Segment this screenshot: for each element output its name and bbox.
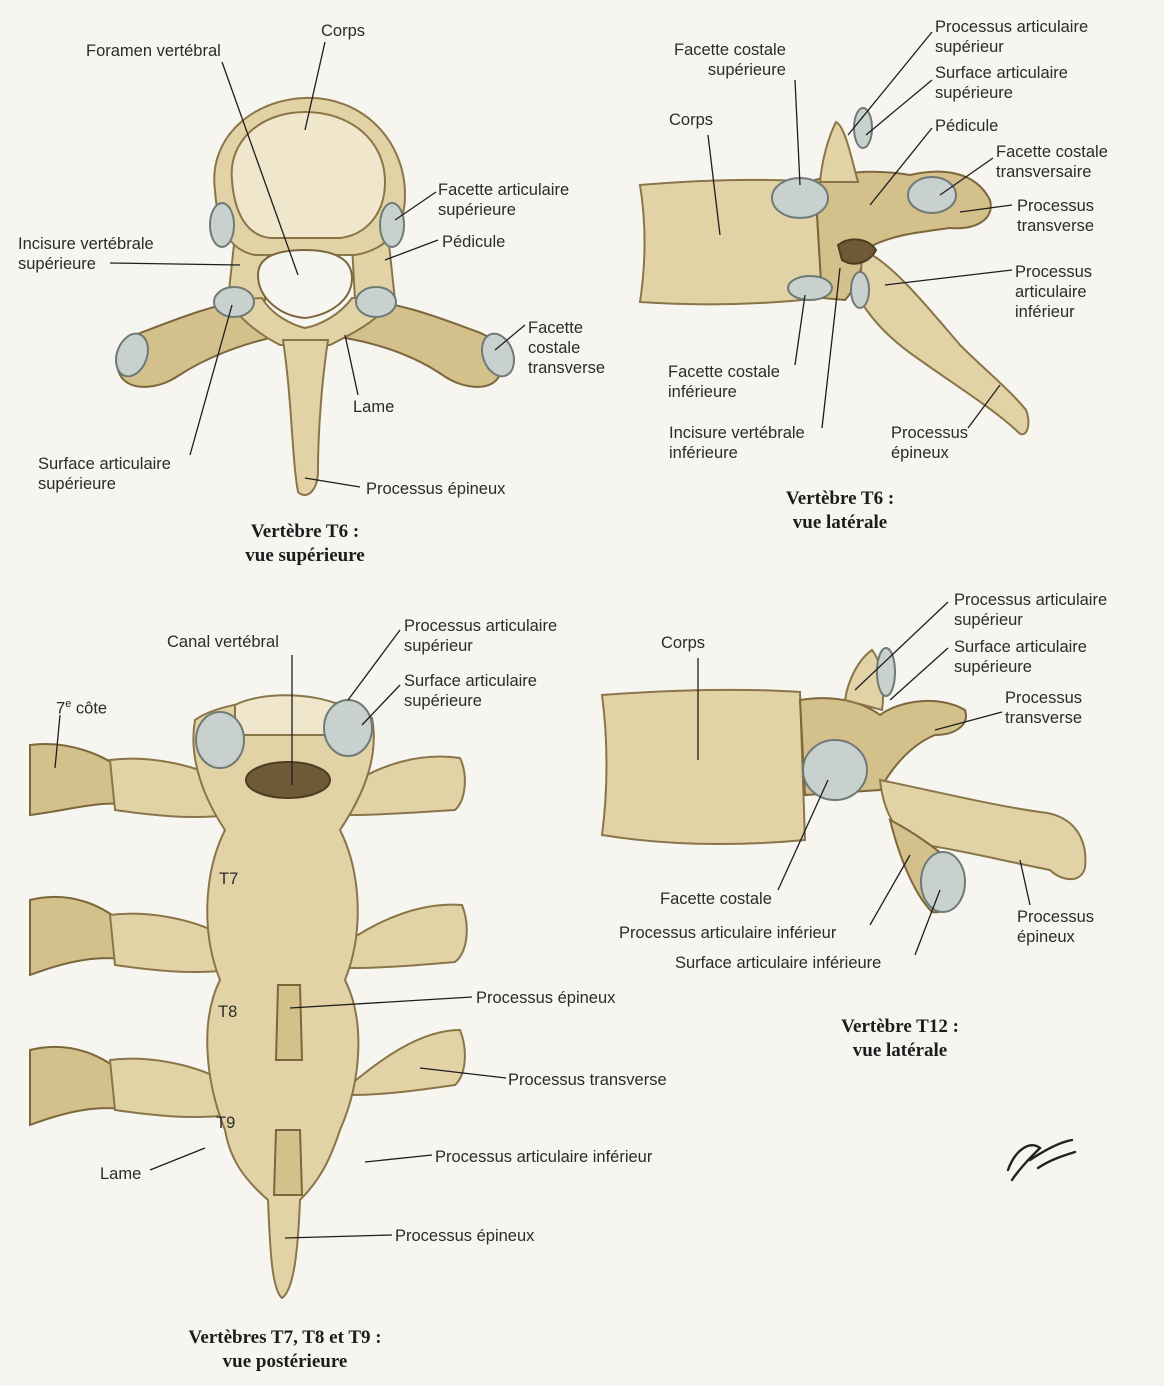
label-facette-costale-transverse: Facette costale transverse [528, 319, 606, 377]
label-facette-costale-t12: Facette costale [660, 890, 772, 908]
label-facette-costale-transversaire: Facette costale transversaire [996, 143, 1108, 181]
t7-t9-posterior-illustration [29, 694, 468, 1300]
label-lame: Lame [353, 398, 395, 416]
label-processus-epineux-posterior-1: Processus épineux [476, 989, 616, 1007]
label-lame-posterior: Lame [100, 1165, 142, 1183]
label-surface-articulaire-superieure-lateral: Surface articulaire supérieure [935, 64, 1068, 102]
label-processus-epineux-t12: Processus épineux [1017, 908, 1095, 946]
label-corps-lateral: Corps [669, 111, 714, 129]
t12-lateral-illustration [600, 647, 1087, 914]
label-surface-articulaire-superieure-t12: Surface articulaire supérieure [954, 638, 1087, 676]
label-septieme-cote: 7e côte [56, 698, 108, 718]
caption-t12-lateral: Vertèbre T12 : vue latérale [841, 1016, 959, 1061]
label-processus-articulaire-superieur-posterior: Processus articulaire supérieur [404, 617, 558, 655]
leader-lines [54, 31, 1031, 1239]
label-processus-articulaire-inferieur-posterior: Processus articulaire inférieur [435, 1148, 653, 1166]
label-facette-costale-superieure: Facette costale supérieure [674, 41, 786, 79]
label-canal-vertebral: Canal vertébral [167, 633, 279, 651]
label-processus-articulaire-superieur: Processus articulaire supérieur [935, 18, 1089, 56]
label-processus-articulaire-inferieur-t12: Processus articulaire inférieur [619, 924, 837, 942]
label-pedicule-lateral: Pédicule [935, 117, 999, 135]
label-processus-articulaire-superieur-t12: Processus articulaire supérieur [954, 591, 1108, 629]
caption-t6-superior: Vertèbre T6 : vue supérieure [245, 521, 365, 566]
label-t9: T9 [216, 1114, 236, 1132]
label-t8: T8 [218, 1003, 238, 1021]
label-processus-transverse-posterior: Processus transverse [508, 1071, 667, 1089]
label-processus-epineux: Processus épineux [366, 480, 506, 498]
label-t7: T7 [219, 870, 239, 888]
label-incisure-vertebrale-superieure: Incisure vertébrale supérieure [18, 235, 154, 273]
label-surface-articulaire-inferieure-t12: Surface articulaire inférieure [675, 954, 882, 972]
label-surface-articulaire-superieure-posterior: Surface articulaire supérieure [404, 672, 537, 710]
label-corps-t12: Corps [661, 634, 706, 652]
label-facette-articulaire-superieure: Facette articulaire supérieure [438, 181, 570, 219]
caption-t6-lateral: Vertèbre T6 : vue latérale [785, 488, 895, 533]
label-processus-transverse-t12: Processus transverse [1005, 689, 1083, 727]
label-processus-epineux-posterior-2: Processus épineux [395, 1227, 535, 1245]
label-incisure-vertebrale-inferieure: Incisure vertébrale inférieure [669, 424, 805, 462]
t6-superior-illustration [115, 96, 515, 497]
artist-signature-icon [1006, 1138, 1077, 1182]
label-processus-articulaire-inferieur: Processus articulaire inférieur [1015, 263, 1093, 321]
label-surface-articulaire-superieure: Surface articulaire supérieure [38, 455, 171, 493]
label-corps: Corps [321, 22, 366, 40]
caption-t7-t9-posterior: Vertèbres T7, T8 et T9 : vue postérieure [188, 1327, 382, 1372]
label-processus-epineux-lateral: Processus épineux [891, 424, 969, 462]
t6-lateral-illustration [638, 107, 1030, 436]
label-foramen-vertebral: Foramen vertébral [86, 42, 221, 60]
label-processus-transverse: Processus transverse [1017, 197, 1095, 235]
label-pedicule: Pédicule [442, 233, 506, 251]
label-facette-costale-inferieure: Facette costale inférieure [668, 363, 780, 401]
